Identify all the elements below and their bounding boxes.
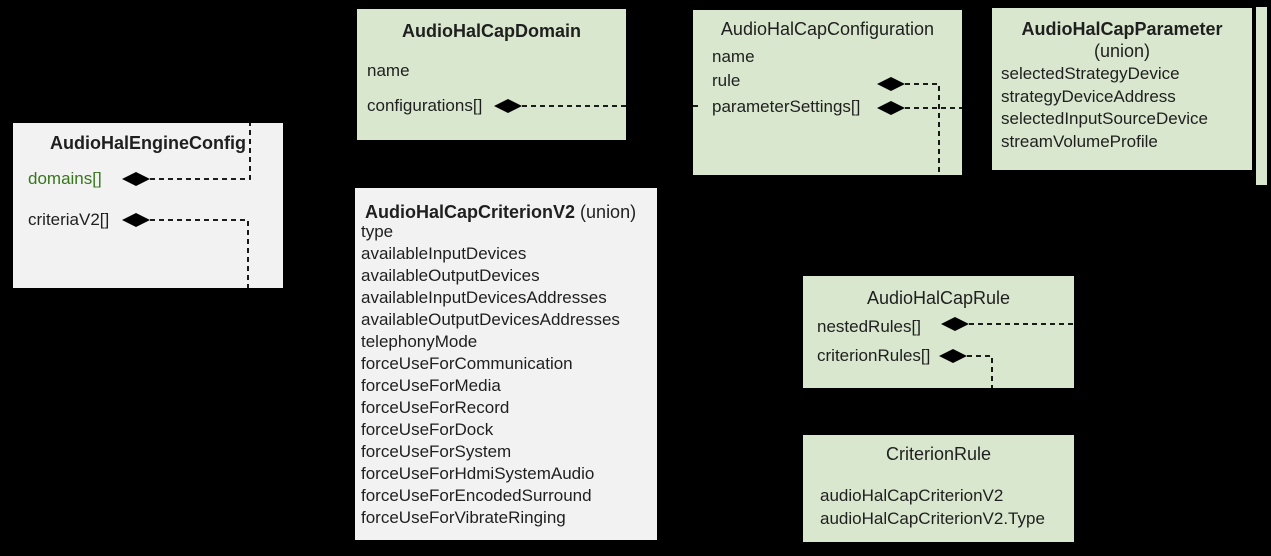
clipped-box-right-edge [1256, 7, 1267, 185]
class-box-audiohalcapdomain: AudioHalCapDomain name configurations[] [357, 9, 626, 140]
field-telephonymode: telephonyMode [361, 332, 478, 351]
field-forceuseforrecord: forceUseForRecord [361, 398, 510, 417]
field-forceuseforencodedsurround: forceUseForEncodedSurround [361, 486, 592, 505]
field-selectedinputsourcedevice: selectedInputSourceDevice [1001, 109, 1208, 128]
field-parametersettings: parameterSettings[] [712, 97, 861, 116]
class-title: AudioHalCapParameter [1021, 19, 1223, 39]
class-box-audiohalcaprule: AudioHalCapRule nestedRules[] criterionR… [803, 276, 1074, 388]
field-forceuseformedia: forceUseForMedia [361, 376, 501, 395]
class-title: AudioHalCapConfiguration [720, 19, 935, 39]
field-rule: rule [712, 71, 741, 90]
field-domains: domains[] [28, 169, 102, 188]
field-forceuseforhdmisystemaudio: forceUseForHdmiSystemAudio [361, 464, 595, 483]
class-title: CriterionRule [885, 444, 992, 464]
field-selectedstrategydevice: selectedStrategyDevice [1001, 64, 1180, 83]
field-availableinputdevicesaddresses: availableInputDevicesAddresses [361, 288, 607, 307]
class-box-audiohalcapparameter: AudioHalCapParameter (union) selectedStr… [992, 8, 1252, 170]
class-subtitle-union: (union) [1093, 41, 1151, 61]
class-box-audiohalcapconfiguration: AudioHalCapConfiguration name rule param… [693, 10, 962, 175]
field-criteriav2: criteriaV2[] [28, 210, 110, 229]
field-audiohalcapcriterionv2-type: audioHalCapCriterionV2.Type [820, 509, 1045, 528]
field-availableoutputdevicesaddresses: availableOutputDevicesAddresses [361, 310, 620, 329]
class-title: AudioHalEngineConfig [50, 133, 246, 153]
field-criterionrules: criterionRules[] [817, 346, 931, 365]
field-name: name [712, 47, 755, 66]
field-list: type availableInputDevices availableOutp… [361, 221, 620, 529]
field-strategydeviceaddress: strategyDeviceAddress [1001, 87, 1176, 106]
field-forceuseforcommunication: forceUseForCommunication [361, 354, 573, 373]
class-title: AudioHalCapRule [866, 288, 1011, 308]
class-box-audiohalengineconfig: AudioHalEngineConfig domains[] criteriaV… [13, 123, 283, 288]
class-title: AudioHalCapCriterionV2 (union) [365, 202, 636, 223]
field-streamvolumeprofile: streamVolumeProfile [1001, 132, 1158, 151]
field-name: name [367, 61, 410, 80]
field-availableoutputdevices: availableOutputDevices [361, 266, 540, 285]
field-forceusefordock: forceUseForDock [361, 420, 494, 439]
field-type: type [361, 222, 394, 241]
field-nestedrules: nestedRules[] [817, 317, 921, 336]
class-box-criterionrule: CriterionRule audioHalCapCriterionV2 aud… [803, 435, 1074, 542]
class-title-union-suffix: (union) [580, 202, 637, 222]
field-audiohalcapcriterionv2: audioHalCapCriterionV2 [820, 486, 1004, 505]
class-title-main: AudioHalCapCriterionV2 [365, 202, 576, 222]
field-availableinputdevices: availableInputDevices [361, 244, 527, 263]
class-box-audiohalcapcriterionv2: AudioHalCapCriterionV2 (union) type avai… [355, 188, 657, 540]
field-forceuseforsystem: forceUseForSystem [361, 442, 512, 461]
field-forceuseforvibrateringing: forceUseForVibrateRinging [361, 508, 566, 527]
class-title: AudioHalCapDomain [401, 21, 581, 41]
field-configurations: configurations[] [367, 96, 483, 115]
